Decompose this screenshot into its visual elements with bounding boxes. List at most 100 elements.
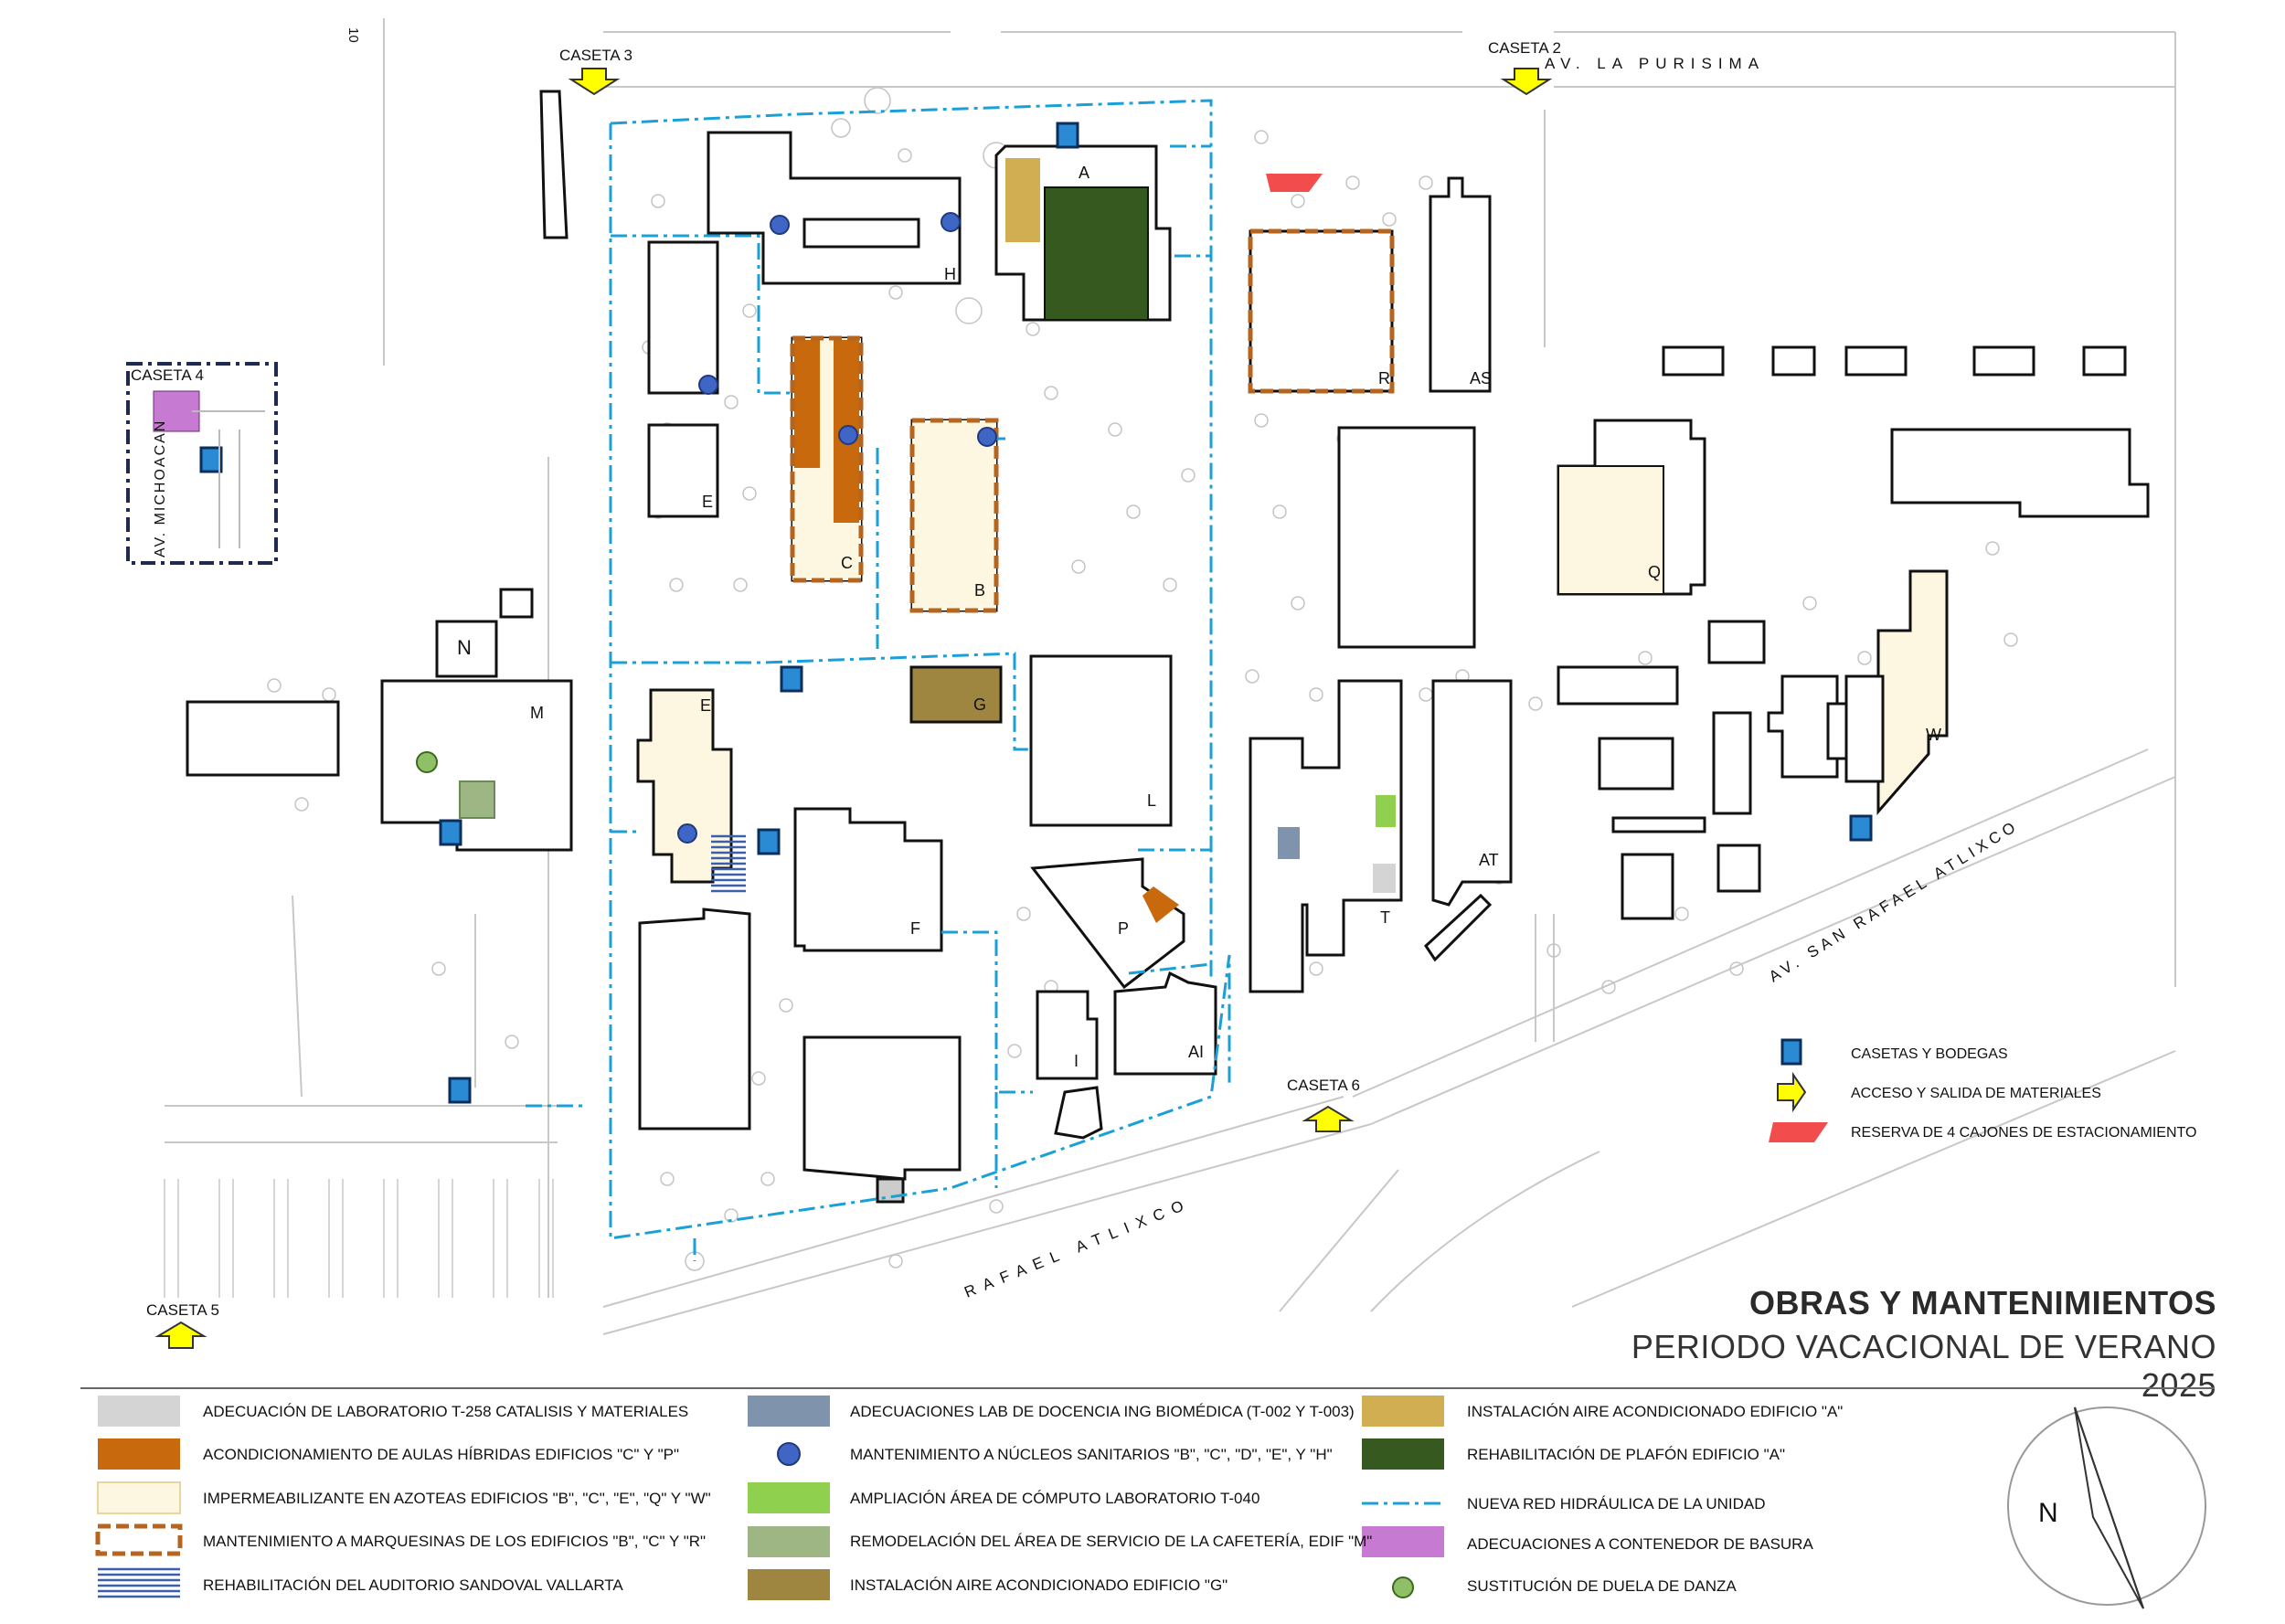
label-Q: Q <box>1648 563 1661 581</box>
area-cafeteria <box>459 780 495 819</box>
label-AS: AS <box>1470 369 1492 387</box>
building-P <box>1030 857 1185 990</box>
access-arrow-caseta5 <box>154 1321 207 1349</box>
area-lab-t258 <box>1373 864 1396 893</box>
legend-swatch-ac-a <box>1362 1396 1444 1427</box>
legend-label-canopy: MANTENIMIENTO A MARQUESINAS DE LOS EDIFI… <box>203 1533 706 1550</box>
street-purisima: AV. LA PURISIMA <box>1545 55 1765 72</box>
area-computing-lab <box>1376 795 1396 827</box>
area-biomed-lab <box>1278 827 1300 859</box>
building-I <box>1036 990 1099 1080</box>
legend-label-water: NUEVA RED HIDRÁULICA DE LA UNIDAD <box>1467 1495 1766 1513</box>
area-ceiling-A <box>1044 186 1149 321</box>
building-F <box>793 807 943 952</box>
legend-label-cafeteria: REMODELACIÓN DEL ÁREA DE SERVICIO DE LA … <box>850 1533 1372 1550</box>
storage-shed-A <box>1056 122 1079 149</box>
building-N <box>435 620 498 678</box>
building-labels: A H R AS C B E E Q N M G L W F P T AT I … <box>457 164 1941 1070</box>
parking-lot <box>164 1179 554 1298</box>
building-H <box>707 131 962 285</box>
label-W: W <box>1926 726 1941 744</box>
building-AI <box>1113 971 1217 1076</box>
legend-label-biomed: ADECUACIONES LAB DE DOCENCIA ING BIOMÉDI… <box>850 1403 1355 1420</box>
legend-swatch-ceiling-a <box>1362 1438 1444 1470</box>
north-arrow: N <box>2007 1406 2206 1609</box>
building-T <box>1249 679 1403 993</box>
building-left-big <box>186 700 340 777</box>
sanitary-core-H-right <box>941 212 961 232</box>
legend-swatch-auditorium <box>98 1567 180 1598</box>
label-N: N <box>457 636 472 659</box>
legend-label-auditorium: REHABILITACIÓN DEL AUDITORIO SANDOVAL VA… <box>203 1576 623 1594</box>
caseta6-label: CASETA 6 <box>1287 1077 1360 1094</box>
storage-shed-bottom-left <box>448 1077 472 1104</box>
legend-label-ceiling-a: REHABILITACIÓN DE PLAFÓN EDIFICIO "A" <box>1467 1446 1785 1463</box>
sanitary-core-B <box>977 427 997 447</box>
building-bottom-center <box>802 1035 962 1181</box>
label-E-lower: E <box>700 696 711 715</box>
access-arrows <box>154 68 1553 1349</box>
label-M: M <box>530 704 544 722</box>
legend-labels: ADECUACIÓN DE LABORATORIO T-258 CATALISI… <box>203 1403 1843 1595</box>
sanitary-core-H-left <box>770 215 790 235</box>
caseta4-label: CASETA 4 <box>131 366 204 384</box>
area-hybrid-P <box>1142 886 1179 923</box>
label-F: F <box>910 919 920 938</box>
building-left-strip <box>539 90 569 239</box>
building-E-lower <box>636 688 733 884</box>
building-R <box>1249 229 1394 393</box>
sanitary-core-C <box>838 425 858 445</box>
street-rafael-atlixco: RAFAEL ATLIXCO <box>962 1194 1194 1301</box>
key-access-label: ACCESO Y SALIDA DE MATERIALES <box>1851 1086 2101 1101</box>
building-E-upper <box>647 423 719 518</box>
storage-shed-M <box>439 819 462 846</box>
legend-swatch-hybrid <box>98 1438 180 1470</box>
legend-label-waterproof: IMPERMEABILIZANTE EN AZOTEAS EDIFICIOS "… <box>203 1490 711 1507</box>
context-lines <box>165 18 2176 1335</box>
caseta2-label: CASETA 2 <box>1488 39 1561 57</box>
legend-label-ac-a: INSTALACIÓN AIRE ACONDICIONADO EDIFICIO … <box>1467 1403 1843 1420</box>
key-storage-icon <box>1780 1038 1802 1066</box>
area-ac-A <box>1005 158 1040 242</box>
building-W <box>1876 569 1949 815</box>
title-divider <box>80 1387 2215 1389</box>
label-L: L <box>1147 791 1156 810</box>
legend-label-hybrid: ACONDICIONAMIENTO DE AULAS HÍBRIDAS EDIF… <box>203 1446 679 1463</box>
area-canopy-R <box>1248 228 1395 394</box>
street-number: 10 <box>345 27 361 43</box>
label-I: I <box>1074 1052 1079 1070</box>
key-storage-label: CASETAS Y BODEGAS <box>1851 1046 2008 1062</box>
label-AT: AT <box>1479 851 1499 869</box>
caseta4-inset <box>126 362 278 565</box>
building-AS <box>1429 176 1492 393</box>
building-M <box>380 679 573 852</box>
legend-swatch-computing <box>748 1482 830 1513</box>
storage-shed-W <box>1849 814 1873 842</box>
label-A: A <box>1079 164 1089 182</box>
legend-label-lab-t258: ADECUACIÓN DE LABORATORIO T-258 CATALISI… <box>203 1403 688 1420</box>
legend-swatch-lab-t258 <box>98 1396 180 1427</box>
legend-label-garbage: ADECUACIONES A CONTENEDOR DE BASURA <box>1467 1535 1813 1553</box>
building-L <box>1029 654 1173 827</box>
caseta5-label: CASETA 5 <box>146 1301 219 1319</box>
area-garbage-container <box>153 390 200 432</box>
parking-reserve-area <box>1266 174 1323 192</box>
area-canopy-C <box>790 335 864 583</box>
sanitary-cores <box>677 212 997 844</box>
legend-label-ac-g: INSTALACIÓN AIRE ACONDICIONADO EDIFICIO … <box>850 1576 1228 1594</box>
caseta-labels: CASETA 3 CASETA 2 CASETA 4 CASETA 5 CASE… <box>131 39 1561 1319</box>
key-parking-reserve-icon <box>1769 1122 1828 1142</box>
access-arrow-caseta3 <box>568 68 621 96</box>
label-R: R <box>1378 369 1390 387</box>
north-label: N <box>2038 1498 2058 1528</box>
street-san-rafael: AV. SAN RAFAEL ATLIXCO <box>1766 816 2022 985</box>
storage-shed-caseta4 <box>199 446 223 473</box>
legend-swatch-dance <box>1392 1576 1414 1598</box>
sanitary-core-left <box>698 375 718 395</box>
map-key-icons: CASETAS Y BODEGAS ACCESO Y SALIDA DE MAT… <box>1769 1038 2196 1142</box>
access-arrow-caseta2 <box>1500 68 1553 96</box>
buildings <box>186 90 2150 1204</box>
caseta3-label: CASETA 3 <box>559 47 632 64</box>
storage-shed-E <box>780 665 803 693</box>
label-AI: AI <box>1188 1043 1204 1061</box>
